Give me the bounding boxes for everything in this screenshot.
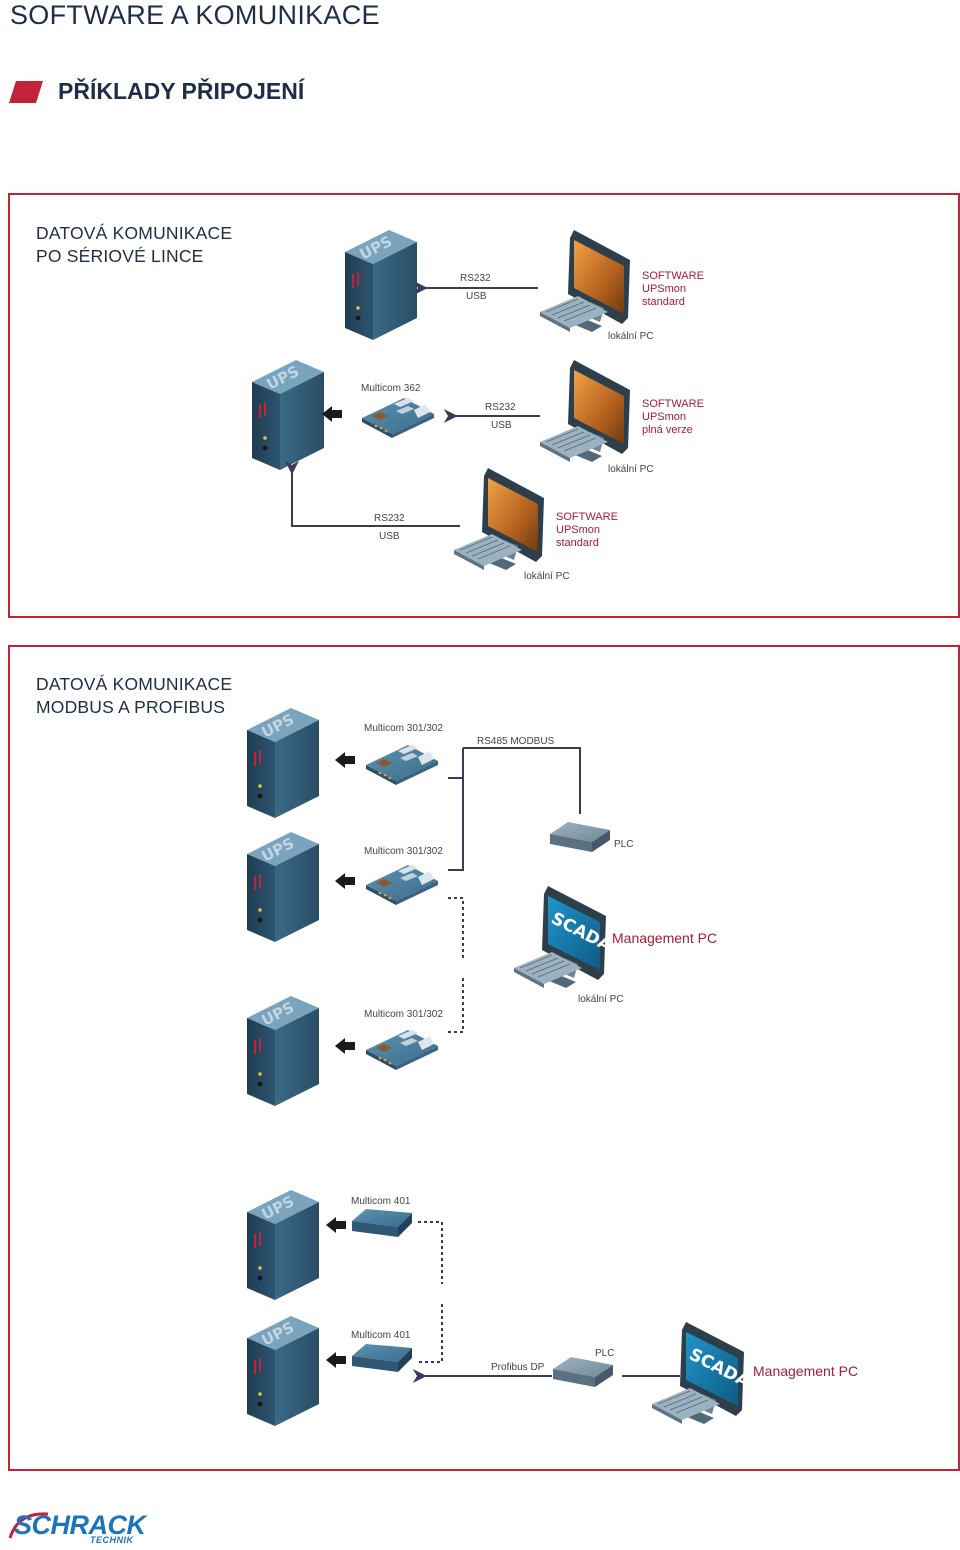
software-label: SOFTWARE: [556, 511, 618, 523]
software-label: SOFTWARE: [642, 398, 704, 410]
schrack-logo-icon: [8, 1512, 49, 1539]
profibus-label: Profibus DP: [491, 1362, 545, 1373]
multicom-card-icon: [362, 398, 434, 438]
panel-serial-title-line2: PO SÉRIOVÉ LINCE: [36, 246, 204, 266]
multicom-card-icon: [366, 745, 438, 785]
pc-icon: [539, 359, 631, 463]
pc-label: lokální PC: [608, 464, 654, 475]
software-label: UPSmon: [642, 283, 687, 295]
profibus-link-dashed: [418, 1221, 443, 1284]
rs485-link: [448, 777, 464, 871]
section-marker-icon: [9, 81, 43, 103]
multicom-card-icon: [366, 1030, 438, 1070]
ups-icon: [246, 707, 320, 819]
insert-arrow-icon: [335, 752, 355, 768]
plc-label: PLC: [614, 839, 634, 850]
insert-arrow-icon: [326, 1352, 346, 1368]
card-label: Multicom 401: [351, 1330, 411, 1341]
panel-modbus: [8, 645, 960, 1471]
panel-modbus-title-line1: DATOVÁ KOMUNIKACE: [36, 674, 233, 694]
software-label: SOFTWARE: [642, 270, 704, 282]
ups-icon: [246, 831, 320, 943]
rs485-link-dashed: [448, 897, 464, 958]
card-label: Multicom 362: [361, 383, 421, 394]
rs485-link: [463, 747, 581, 814]
software-label: standard: [642, 296, 685, 308]
insert-arrow-icon: [326, 1217, 346, 1233]
multicom-card-icon: [366, 865, 438, 905]
serial-link: [285, 460, 460, 527]
ups-icon: [344, 229, 418, 341]
panel-serial-title-line1: DATOVÁ KOMUNIKACE: [36, 223, 233, 243]
software-label: plná verze: [642, 424, 693, 436]
ups-icon: [251, 359, 325, 471]
pc-label: lokální PC: [578, 994, 624, 1005]
card-label: Multicom 401: [351, 1196, 411, 1207]
link-label: USB: [491, 420, 512, 431]
panel-serial: [8, 193, 960, 618]
bus-label: RS485 MODBUS: [477, 736, 555, 747]
page-title: SOFTWARE A KOMUNIKACE: [10, 0, 380, 30]
plc-icon: [550, 822, 610, 852]
section-title: PŘÍKLADY PŘIPOJENÍ: [58, 78, 305, 104]
card-label: Multicom 301/302: [364, 1009, 443, 1020]
link-label: USB: [466, 291, 487, 302]
pc-label: lokální PC: [524, 571, 570, 582]
ups-icon: [246, 1189, 320, 1301]
profibus-link-dashed: [418, 1304, 443, 1363]
multicom-401-icon: [352, 1209, 412, 1237]
card-label: Multicom 301/302: [364, 846, 443, 857]
management-pc-label: Management PC: [753, 1363, 859, 1379]
card-label: Multicom 301/302: [364, 723, 443, 734]
link-label: RS232: [485, 402, 516, 413]
scada-pc-icon: [513, 885, 616, 989]
panel-modbus-title-line2: MODBUS A PROFIBUS: [36, 697, 226, 717]
link-label: RS232: [460, 273, 491, 284]
scada-pc-icon: [651, 1321, 754, 1425]
software-label: UPSmon: [642, 411, 687, 423]
pc-icon: [539, 229, 631, 333]
link-label: RS232: [374, 513, 405, 524]
insert-arrow-icon: [322, 406, 342, 422]
pc-label: lokální PC: [608, 331, 654, 342]
software-label: standard: [556, 537, 599, 549]
insert-arrow-icon: [335, 1038, 355, 1054]
multicom-401-icon: [352, 1344, 412, 1372]
plc-icon: [553, 1357, 613, 1387]
ups-icon: [246, 1315, 320, 1427]
ups-icon: [246, 995, 320, 1107]
logo-sub: TECHNIK: [90, 1535, 134, 1545]
plc-label: PLC: [595, 1348, 615, 1359]
management-pc-label: Management PC: [612, 930, 718, 946]
link-label: USB: [379, 531, 400, 542]
insert-arrow-icon: [335, 873, 355, 889]
software-label: UPSmon: [556, 524, 601, 536]
pc-icon: [453, 467, 545, 571]
logo-brand: SCHRACK: [14, 1510, 146, 1540]
rs485-link-dashed: [448, 978, 464, 1033]
